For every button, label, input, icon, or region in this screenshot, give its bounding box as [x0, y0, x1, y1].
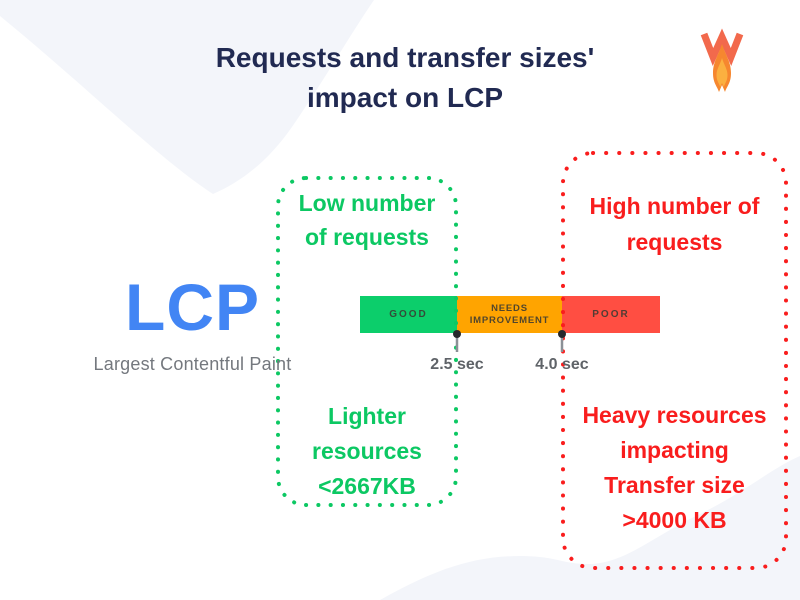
- lcp-threshold-bar: GOOD NEEDS IMPROVEMENT POOR: [360, 296, 660, 333]
- scale-segment-poor: POOR: [562, 296, 660, 333]
- segment-poor-label: POOR: [592, 309, 630, 320]
- good-requests-note: Low number of requests: [278, 186, 456, 254]
- poor-requests-line-1: High number of: [589, 193, 760, 219]
- good-requests-line-1: Low number: [298, 190, 436, 216]
- poor-requests-note: High number of requests: [563, 188, 786, 260]
- title-line-1: Requests and transfer sizes': [215, 42, 595, 73]
- poor-resources-line-1: Heavy resources: [582, 402, 767, 428]
- good-requests-line-2: of requests: [305, 224, 429, 250]
- poor-resources-line-2: impacting: [620, 437, 729, 463]
- good-resources-line-3: <2667KB: [318, 473, 416, 499]
- lcp-acronym: LCP: [125, 270, 260, 344]
- threshold-label-2-5-sec: 2.5 sec: [430, 356, 484, 373]
- scale-segment-needs-improvement: NEEDS IMPROVEMENT: [457, 296, 562, 333]
- poor-resources-note: Heavy resources impacting Transfer size …: [563, 398, 786, 538]
- lcp-logo: LCP Largest Contentful Paint: [85, 272, 300, 375]
- rocket-icon: [700, 28, 744, 92]
- scale-segment-good: GOOD: [360, 296, 457, 333]
- good-resources-line-2: resources: [312, 438, 422, 464]
- good-resources-line-1: Lighter: [328, 403, 406, 429]
- segment-good-label: GOOD: [389, 309, 428, 320]
- segment-needs-improvement-label: NEEDS IMPROVEMENT: [469, 302, 550, 326]
- poor-resources-line-4: >4000 KB: [622, 507, 727, 533]
- good-resources-note: Lighter resources <2667KB: [278, 399, 456, 504]
- wp-rocket-logo-icon: [700, 24, 744, 100]
- threshold-label-4-0-sec: 4.0 sec: [535, 356, 589, 373]
- top-left-blob: [0, 0, 374, 194]
- lcp-full-name: Largest Contentful Paint: [93, 354, 292, 374]
- page-title: Requests and transfer sizes' impact on L…: [100, 38, 710, 118]
- poor-resources-line-3: Transfer size: [604, 472, 745, 498]
- poor-requests-line-2: requests: [626, 229, 723, 255]
- title-line-2: impact on LCP: [306, 82, 503, 113]
